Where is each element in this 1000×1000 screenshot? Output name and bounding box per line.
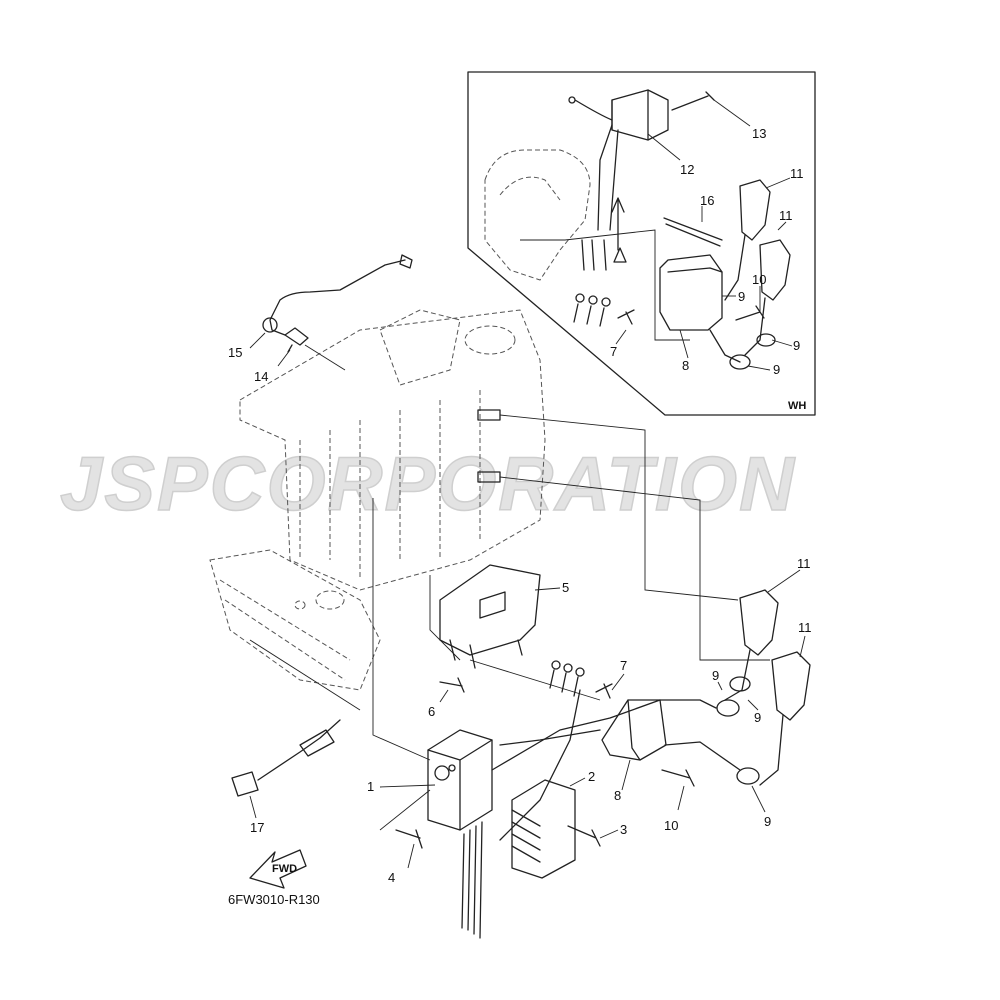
diagram-code: 6FW3010-R130 (228, 892, 320, 907)
regulator-12 (611, 89, 669, 141)
callout-7: 7 (610, 344, 617, 359)
callout-9: 9 (773, 362, 780, 377)
bolt-6 (439, 677, 465, 693)
callout-17: 17 (250, 820, 264, 835)
callout-2: 2 (588, 769, 595, 784)
callout-7: 7 (620, 658, 627, 673)
inset-panel: WH (467, 71, 816, 416)
callout-9: 9 (712, 668, 719, 683)
fwd-label: FWD (272, 863, 297, 875)
callout-9: 9 (754, 710, 761, 725)
callout-10: 10 (664, 818, 678, 833)
callout-8: 8 (682, 358, 689, 373)
callout-9: 9 (793, 338, 800, 353)
callout-11: 11 (798, 620, 812, 635)
callout-9: 9 (764, 814, 771, 829)
plug-cap-11a (739, 179, 771, 241)
thermo-switch-14 (284, 327, 309, 353)
callout-14: 14 (254, 369, 268, 384)
callout-5: 5 (562, 580, 569, 595)
bolt-4 (395, 829, 423, 849)
callout-8: 8 (614, 788, 621, 803)
callout-3: 3 (620, 822, 627, 837)
cdi-unit-1 (427, 729, 493, 831)
plug-cap-11-main-b (771, 651, 811, 721)
callout-4: 4 (388, 870, 395, 885)
callout-10: 10 (752, 272, 766, 287)
bolt-7 (595, 683, 613, 699)
callout-1: 1 (367, 779, 374, 794)
bolt-10 (661, 769, 695, 787)
inset-code: WH (788, 400, 806, 412)
plug-cap-11b (759, 239, 791, 301)
callout-13: 13 (752, 126, 766, 141)
engine-block (209, 309, 546, 691)
ignition-coil-inset (659, 254, 723, 331)
sensor-17 (231, 771, 259, 797)
callout-15: 15 (228, 345, 242, 360)
callout-16: 16 (700, 193, 714, 208)
callout-6: 6 (428, 704, 435, 719)
callout-11: 11 (790, 166, 804, 181)
temp-sensor-15 (269, 259, 406, 336)
bolt-3 (567, 825, 601, 847)
watermark: JSPCORPORATION (60, 442, 796, 527)
callout-9: 9 (738, 289, 745, 304)
callout-11: 11 (779, 208, 793, 223)
rectifier-2 (511, 779, 576, 879)
plug-cap-11-main-a (739, 589, 779, 656)
callout-12: 12 (680, 162, 694, 177)
fwd-arrow-icon: FWD (249, 849, 307, 889)
bracket-5 (439, 564, 541, 656)
callout-11: 11 (797, 556, 811, 571)
bolt-7-inset (617, 309, 635, 325)
cable-tie-16 (663, 217, 723, 247)
bolt-13 (671, 91, 715, 111)
